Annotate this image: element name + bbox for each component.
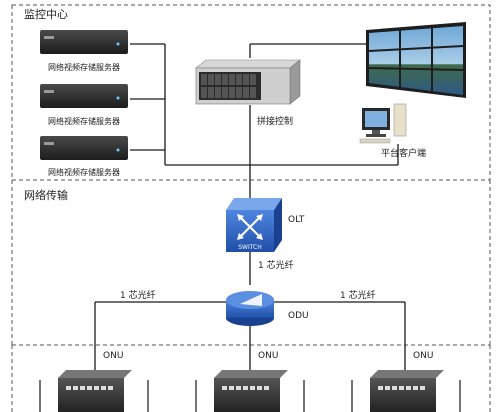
nvr-icon (40, 136, 128, 160)
onu-label-1: ONU (103, 351, 123, 361)
monitor-center-zone (11, 4, 491, 181)
onu-device-2 (214, 370, 288, 412)
nvr-label: 网络视频存储服务器 (48, 167, 120, 177)
onu-device-1 (58, 370, 132, 412)
nvr-1: 网络视频存储服务器 (40, 30, 128, 72)
onu-label-3: ONU (413, 351, 433, 361)
client-label: 平台客户端 (381, 147, 426, 159)
onu-device-3 (370, 370, 444, 412)
nvr-label: 网络视频存储服务器 (48, 116, 120, 126)
link-label-right: 1 芯光纤 (340, 289, 376, 301)
video-wall (366, 22, 466, 98)
nvr-icon (40, 30, 128, 54)
olt-switch: SWITCH OLT (226, 198, 305, 252)
switch-icon (226, 210, 274, 252)
onu-side-lines (39, 380, 461, 412)
odu-label: ODU (288, 311, 309, 321)
client-pc: 平台客户端 (359, 103, 426, 159)
splice-control-server: 拼接控制 (195, 59, 301, 127)
onu-label-2: ONU (258, 351, 278, 361)
access-zone (11, 344, 491, 412)
nvr-icon (40, 84, 128, 108)
link-label-olt-odu: 1 芯光纤 (258, 259, 294, 271)
switch-device-text: SWITCH (238, 244, 262, 251)
section-label-transmission: 网络传输 (24, 188, 68, 202)
nvr-3: 网络视频存储服务器 (40, 136, 128, 177)
odu-splitter: ODU (226, 291, 309, 326)
nvr-2: 网络视频存储服务器 (40, 84, 128, 126)
pc-tower-icon (393, 103, 407, 137)
onu-icon (214, 378, 280, 412)
onu-icon (58, 378, 124, 412)
olt-label: OLT (288, 215, 305, 225)
section-label-monitor: 监控中心 (24, 7, 68, 21)
link-label-left: 1 芯光纤 (120, 289, 156, 301)
splice-control-label: 拼接控制 (257, 115, 293, 127)
nvr-label: 网络视频存储服务器 (48, 62, 120, 72)
onu-icon (370, 378, 436, 412)
